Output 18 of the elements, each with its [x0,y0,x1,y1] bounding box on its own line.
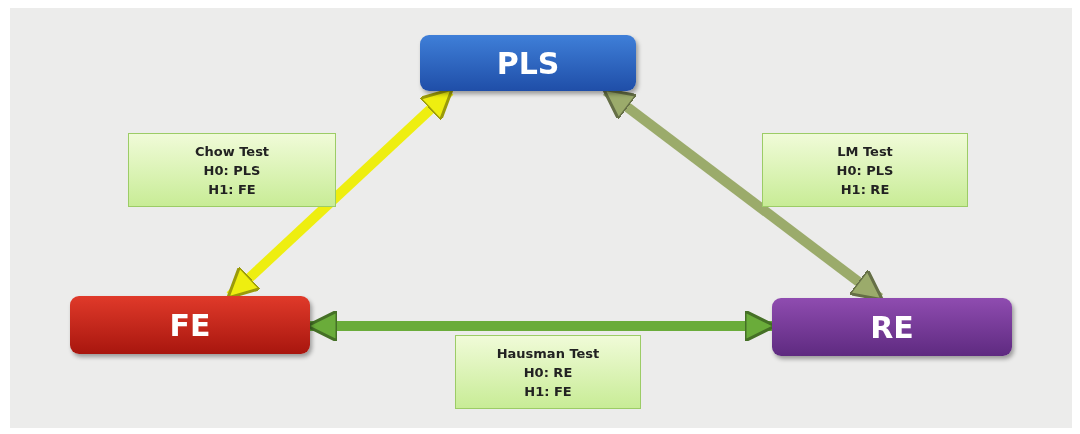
model-box [772,298,1012,356]
hypothesis-text: H0: PLS [836,161,894,180]
hypothesis-text: H0: PLS [203,161,261,180]
hypothesis-text: H1: FE [208,180,256,199]
model-label: RE [870,309,914,345]
hypothesis-text: H0: RE [523,363,573,382]
hypothesis-text: H1: RE [840,180,890,199]
test-name: LM Test [837,142,893,161]
test-name: Hausman Test [496,344,600,363]
test-box [455,335,641,409]
model-label: PLS [496,45,560,81]
test-name: Chow Test [194,142,270,161]
model-box [420,35,636,91]
hypothesis-text: H1: FE [524,382,572,401]
test-box [762,133,968,207]
model-box [70,296,310,354]
test-box [128,133,336,207]
model-label: FE [169,307,211,343]
